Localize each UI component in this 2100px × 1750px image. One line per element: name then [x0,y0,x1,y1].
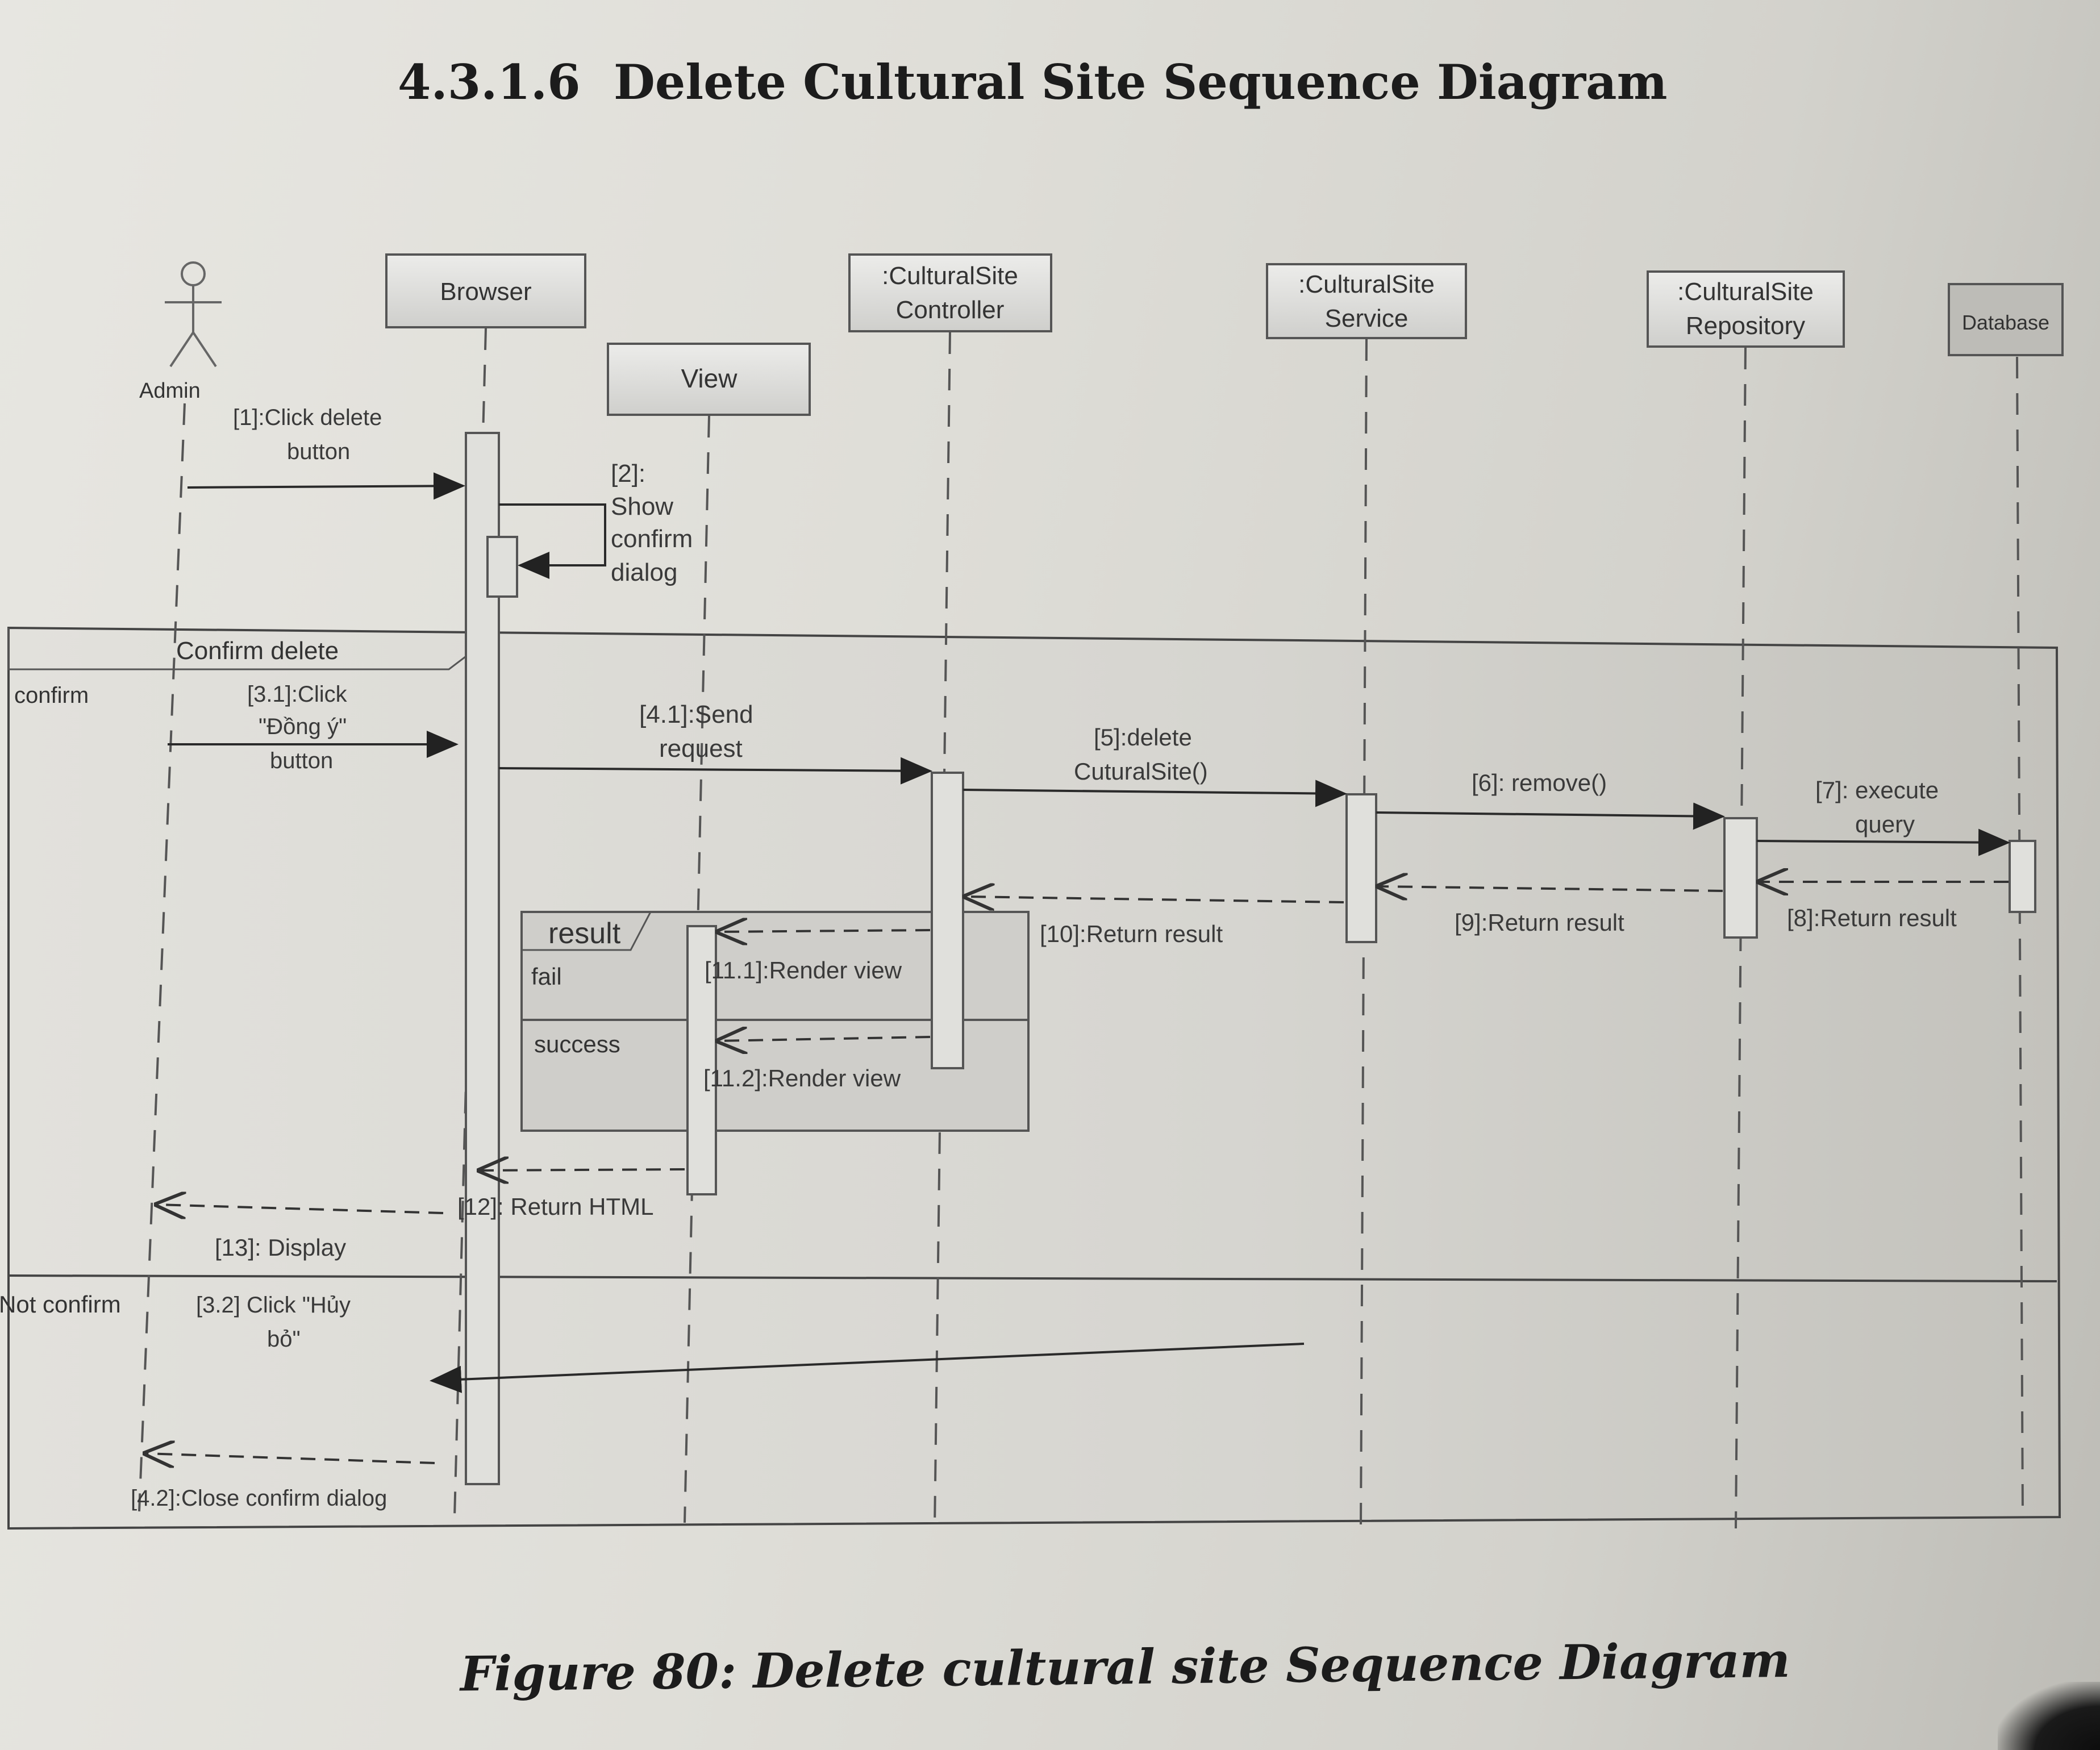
browser-activation [465,432,500,1485]
arrow-m7 [1756,828,2010,856]
activation-bars [465,432,2036,1485]
label-m3-1-c: button [270,748,333,773]
label-m3-1-a: [3.1]:Click [247,682,348,707]
section-title-text: Delete Cultural Site Sequence Diagram [614,54,1668,110]
lifeline-repository-head: :CulturalSite Repository [1647,270,1845,348]
label-m13: [13]: Display [215,1234,346,1261]
section-heading: 4.3.1.6 Delete Cultural Site Sequence Dia… [398,54,1761,122]
label-m5-b: CuturalSite() [1074,758,1208,785]
label-m8: [8]:Return result [1787,905,1957,931]
label-m3-1-b: "Đồng ý" [259,714,347,739]
guard-confirm: confirm [14,683,89,708]
view-label: View [681,364,738,393]
database-label: Database [1962,311,2049,334]
browser-label: Browser [440,278,531,306]
arrow-m4-2 [145,1453,435,1463]
alt-divider [8,1274,2057,1282]
service-label-2: Service [1325,305,1409,332]
admin-lifeline [138,403,186,1512]
return-arrows [145,882,2009,1463]
arrow-m5 [963,780,1347,807]
label-m3-2-b: bỏ" [267,1327,301,1352]
arrow-m11-1 [718,930,931,932]
guard-success: success [534,1031,620,1057]
label-m10: [10]:Return result [1040,920,1223,947]
service-label-1: :CulturalSite [1298,270,1435,298]
label-m4-2: [4.2]:Close confirm dialog [131,1486,387,1511]
label-m7-a: [7]: execute [1815,777,1939,803]
arrow-m9 [1378,886,1723,891]
controller-activation [931,772,964,1069]
controller-label-2: Controller [896,296,1005,324]
label-m4-1-b: request [659,735,743,763]
label-m4-1-a: [4.1]:Send [639,701,753,728]
arrow-m3-2 [430,1343,1305,1393]
page-shadow [1998,1682,2100,1750]
arrow-m13 [156,1205,444,1213]
label-m7-b: query [1855,811,1915,838]
label-m2-c: confirm [611,525,693,553]
arrow-m4-1 [498,757,932,785]
actor-head-icon [181,261,206,286]
admin-actor: Admin [139,261,222,403]
confirm-delete-frame: Confirm delete confirm Not confirm [0,626,2061,1530]
label-m11-2: [11.2]:Render view [703,1065,901,1091]
controller-label-1: :CulturalSite [882,262,1018,290]
guard-not-confirm: Not confirm [0,1291,121,1318]
lifeline-browser-head: Browser [385,253,586,328]
label-m6: [6]: remove() [1472,769,1607,796]
arrow-m11-2 [718,1037,931,1041]
actor-label: Admin [139,379,201,403]
lifeline-service-head: :CulturalSite Service [1266,263,1467,339]
guard-fail: fail [531,963,562,990]
browser-self-activation [486,536,518,598]
label-m11-1: [11.1]:Render view [705,957,902,984]
label-m2-d: dialog [611,559,677,586]
label-m12: [12]: Return HTML [457,1193,653,1220]
label-m1-b: button [287,439,350,464]
arrow-m1 [187,472,465,500]
arrow-m12 [479,1169,685,1170]
section-number: 4.3.1.6 [398,54,581,110]
label-m2-a: [2]: [611,460,645,488]
lifeline-database-head: Database [1948,283,2064,356]
message-arrows [168,472,2010,1393]
label-m5-a: [5]:delete [1094,724,1192,751]
view-activation [686,925,717,1195]
repository-label-2: Repository [1686,312,1805,340]
message-labels: [1]:Click delete button [2]: Show confir… [131,405,1957,1511]
arrow-m10 [965,897,1344,902]
service-activation [1345,793,1377,943]
lifeline-view-head: View [607,343,811,416]
label-m2-b: Show [611,493,673,520]
confirm-frame-label: Confirm delete [176,637,339,665]
label-m9: [9]:Return result [1455,909,1624,936]
lifeline-controller-head: :CulturalSite Controller [848,253,1052,332]
label-m3-2-a: [3.2] Click "Hủy [196,1293,351,1318]
arrow-m6 [1376,802,1725,830]
repository-label-1: :CulturalSite [1677,278,1814,306]
figure-caption: Figure 80: Delete cultural site Sequence… [460,1632,1791,1702]
result-frame-label: result [548,917,621,950]
database-activation [2009,840,2036,913]
repository-activation [1723,817,1758,939]
label-m1-a: [1]:Click delete [233,405,382,430]
arrow-m2 [499,503,606,579]
